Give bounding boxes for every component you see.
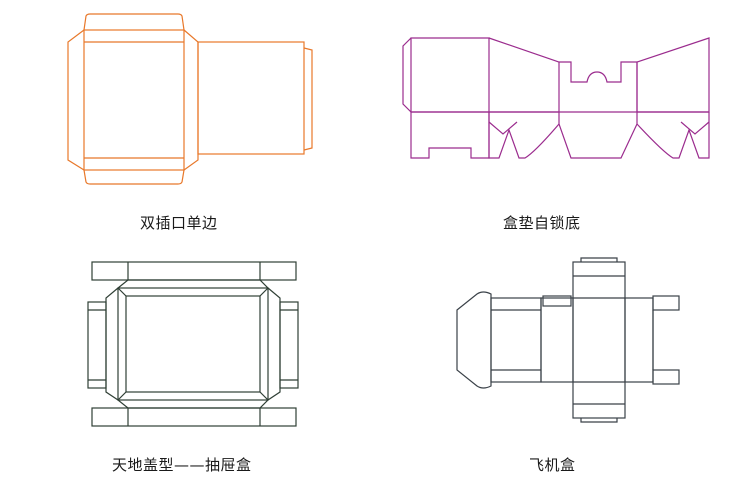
diagram-panel-crash-lock: 盒垫自锁底 (375, 0, 750, 240)
dieline-lid-base-drawer (87, 261, 299, 427)
dieline-crash-lock-strokes (402, 37, 710, 159)
dieline-lid-base-drawer-strokes (87, 261, 299, 427)
dieline-double-tuck (67, 13, 313, 185)
caption-lid-base-drawer: 天地盖型——抽屉盒 (112, 456, 252, 474)
caption-airplane-box: 飞机盒 (529, 456, 576, 474)
dieline-crash-lock (402, 37, 710, 159)
dieline-airplane-box (456, 257, 680, 423)
diagram-panel-lid-base-drawer: 天地盖型——抽屉盒 (0, 240, 375, 479)
diagram-panel-airplane-box: 飞机盒 (375, 240, 750, 479)
caption-crash-lock: 盒垫自锁底 (503, 214, 581, 232)
caption-double-tuck: 双插口单边 (140, 214, 218, 232)
dieline-double-tuck-strokes (67, 13, 313, 185)
dieline-airplane-box-strokes (456, 257, 680, 423)
diagram-panel-double-tuck: 双插口单边 (0, 0, 375, 240)
